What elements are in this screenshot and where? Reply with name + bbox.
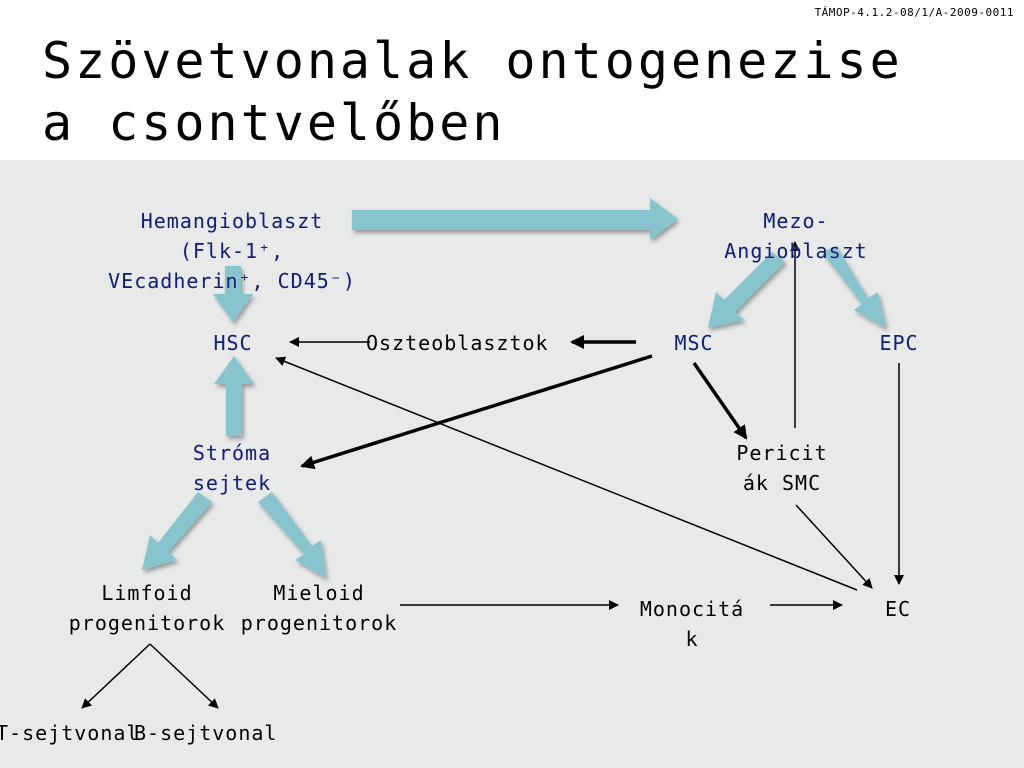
page-title: Szövetvonalak ontogenezise a csontvelőbe… bbox=[42, 30, 903, 154]
node-mieloid: Mieloid progenitorok bbox=[240, 581, 398, 635]
title-line-2: a csontvelőben bbox=[42, 94, 506, 152]
node-msc: MSC bbox=[674, 331, 714, 355]
arrow-ec-to-hsc bbox=[275, 356, 858, 591]
arrow-stroma-to-limfoid bbox=[142, 492, 212, 570]
node-ec: EC bbox=[884, 597, 912, 621]
arrow-limfoid-to-bcell bbox=[149, 643, 219, 709]
arrow-mezo-to-msc bbox=[708, 252, 785, 328]
arrow-msc-to-stroma bbox=[300, 354, 653, 470]
node-hsc: HSC bbox=[213, 331, 253, 355]
project-code: TÁMOP-4.1.2-08/1/A-2009-0011 bbox=[814, 6, 1014, 19]
arrow-stroma-to-mieloid bbox=[258, 492, 326, 578]
diagram-panel bbox=[0, 160, 1024, 768]
line-arrows bbox=[81, 241, 904, 709]
arrow-stroma-to-hsc bbox=[214, 356, 254, 436]
arrow-pericyte-to-ec bbox=[795, 504, 873, 589]
node-epc: EPC bbox=[879, 331, 919, 355]
node-limfoid: Limfoid progenitorok bbox=[68, 581, 226, 635]
arrow-hemangio-to-mezo bbox=[352, 198, 678, 240]
arrow-mezo-to-epc bbox=[822, 246, 886, 328]
node-mezoangioblast: Mezo- Angioblaszt bbox=[724, 209, 868, 263]
node-osteoblast: Oszteoblasztok bbox=[366, 331, 549, 355]
node-bcell: B-sejtvonal bbox=[134, 721, 278, 745]
arrow-msc-to-pericyte bbox=[692, 362, 748, 440]
node-tcell: T-sejtvonal bbox=[0, 721, 140, 745]
thick-arrows bbox=[142, 198, 886, 578]
arrow-hemangio-to-hsc bbox=[213, 266, 253, 322]
node-monocyte: Monocitá k bbox=[639, 597, 745, 651]
node-pericyte: Pericit ák SMC bbox=[736, 441, 828, 495]
node-stroma: Stróma sejtek bbox=[192, 441, 272, 495]
title-line-1: Szövetvonalak ontogenezise bbox=[42, 32, 903, 90]
node-hemangioblast: Hemangioblaszt (Flk-1⁺, VEcadherin⁺, CD4… bbox=[108, 209, 356, 293]
arrow-limfoid-to-tcell bbox=[81, 643, 151, 709]
